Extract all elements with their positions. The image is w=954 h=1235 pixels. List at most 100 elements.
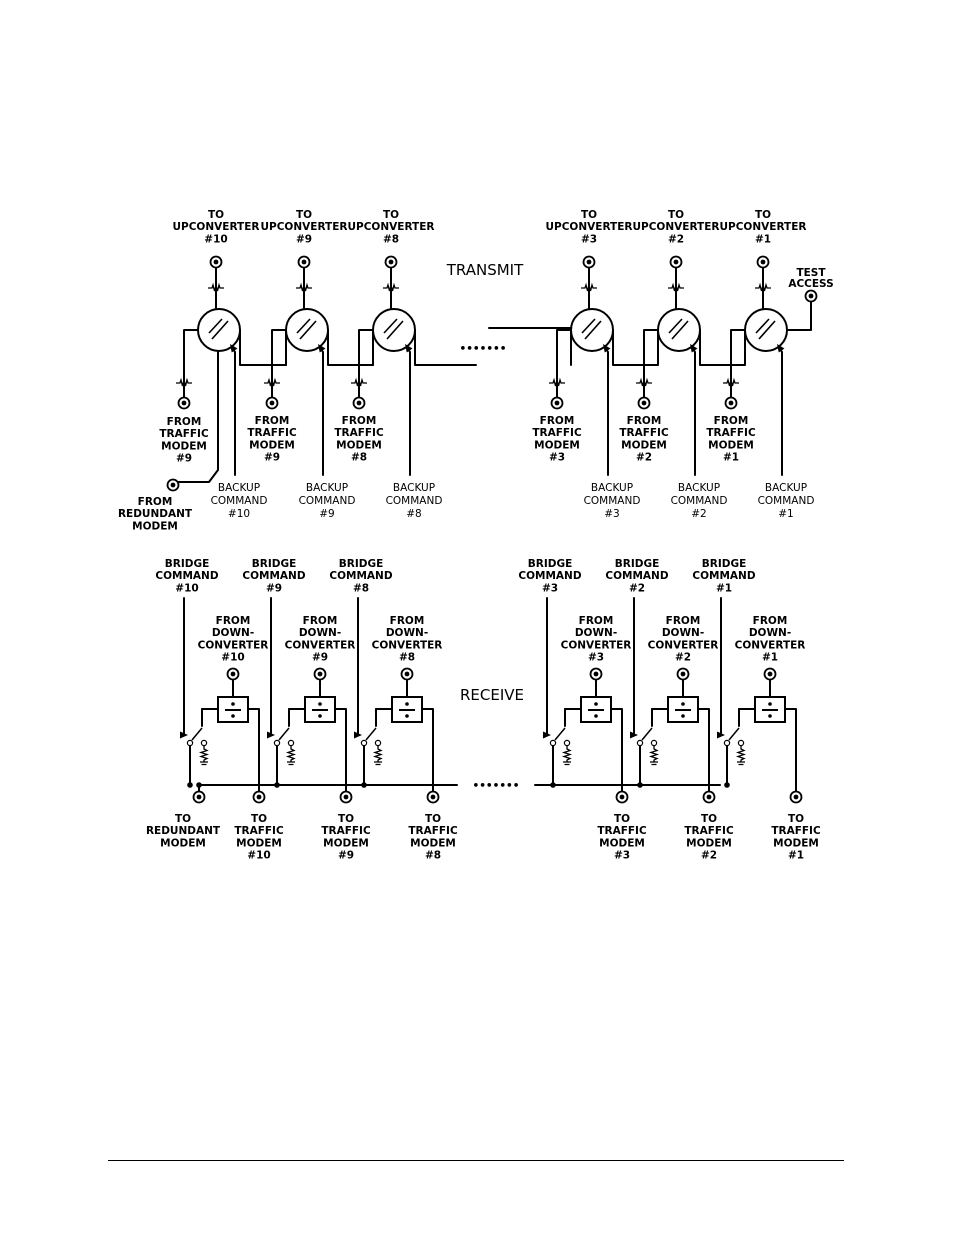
label-line: COMMAND <box>518 570 581 582</box>
label-line: MODEM <box>132 520 178 532</box>
label-line: FROM <box>255 415 290 427</box>
power-divider-icon <box>304 696 336 723</box>
resistor-zigzag <box>351 377 367 387</box>
label-line: #1 <box>762 652 778 664</box>
label-line: TO <box>383 209 399 221</box>
traffic-modem-connector-icon <box>177 396 191 410</box>
label-line: FROM <box>138 496 173 508</box>
divider-dot <box>318 714 322 718</box>
label-line: COMMAND <box>758 495 815 507</box>
tx-output-resistor-icon <box>755 282 771 292</box>
label-line: FROM <box>216 615 251 627</box>
connector-pin <box>706 794 712 800</box>
resistor-zigzag <box>581 282 597 292</box>
tx-output-resistor-icon <box>208 282 224 292</box>
resistor-zigzag <box>723 377 739 387</box>
to-traffic-modem-connector-icon <box>252 790 266 804</box>
test-access-connector-icon <box>804 289 818 303</box>
label-line: #10 <box>228 508 250 520</box>
downconverter-connector-icon <box>313 667 327 681</box>
label-line: FROM <box>666 615 701 627</box>
label-line: #9 <box>176 453 192 465</box>
label-line: #3 <box>549 452 565 464</box>
continuation-dots: ••••••• <box>473 780 520 792</box>
downconverter-connector-icon <box>226 667 240 681</box>
label-line: MODEM <box>236 837 282 849</box>
label-line: MODEM <box>410 837 456 849</box>
divider-dot <box>231 714 235 718</box>
label-line: #9 <box>338 850 354 862</box>
label-line: #2 <box>629 582 645 594</box>
backup-command-leader <box>777 345 783 476</box>
resistor-to-ground <box>735 746 747 766</box>
power-divider-icon <box>754 696 786 723</box>
label-line: TRAFFIC <box>619 427 669 439</box>
label-line: UPCONVERTER <box>261 221 348 233</box>
label-line: #2 <box>701 850 717 862</box>
traffic-output-wire <box>334 708 347 793</box>
bridge-switch-blade <box>191 727 203 741</box>
arrow-tip <box>603 344 611 353</box>
divider-dot <box>405 702 409 706</box>
transfer-switch-icon <box>372 308 416 352</box>
label-line: FROM <box>579 615 614 627</box>
transfer-switch-icon <box>285 308 329 352</box>
divider-dot <box>681 702 685 706</box>
connector-pin <box>641 400 647 406</box>
transfer-switch-icon <box>657 308 701 352</box>
bridge-switch-blade <box>641 727 653 741</box>
label-line: FROM <box>753 615 788 627</box>
label-line: TRAFFIC <box>334 427 384 439</box>
upconverter-connector-icon <box>582 255 596 269</box>
label-line: #3 <box>614 850 630 862</box>
footer-rule <box>108 1160 844 1161</box>
label-line: MODEM <box>160 837 206 849</box>
redundant-bus <box>699 329 746 366</box>
divider-box <box>304 696 336 723</box>
arrow-tip <box>405 344 413 353</box>
junction-dot <box>637 782 643 788</box>
traffic-output-wire <box>247 708 260 793</box>
divider-dot <box>405 714 409 718</box>
switch-contacts <box>668 318 689 340</box>
label-line: TRAFFIC <box>706 427 756 439</box>
switch-contact <box>200 739 208 747</box>
traffic-output-wire <box>697 708 710 793</box>
label-line: MODEM <box>773 837 819 849</box>
label-line: #10 <box>204 233 227 245</box>
label-line: TO <box>175 813 191 825</box>
rx-termination-resistor-icon <box>372 746 384 766</box>
backup-command-arrow <box>318 344 326 353</box>
tx-output-resistor-icon <box>668 282 684 292</box>
traffic-modem-connector-icon <box>637 396 651 410</box>
backup-command-leader <box>230 345 236 476</box>
label-line: #1 <box>755 233 771 245</box>
label-line: BACKUP <box>765 482 807 494</box>
label-line: TRAFFIC <box>234 825 284 837</box>
backup-command-leader <box>318 345 324 476</box>
bridge-command-arrow <box>354 731 362 739</box>
resistor-zigzag <box>264 377 280 387</box>
rx-termination-resistor-icon <box>648 746 660 766</box>
power-divider-icon <box>667 696 699 723</box>
resistor-zigzag <box>383 282 399 292</box>
label-line: COMMAND <box>211 495 268 507</box>
connector-pin <box>356 400 362 406</box>
divider-dot <box>768 702 772 706</box>
redundant-bus <box>612 329 659 366</box>
label-line: COMMAND <box>155 570 218 582</box>
label-line: TO <box>788 813 804 825</box>
junction-dot <box>361 782 367 788</box>
label-line: CONVERTER <box>372 639 443 651</box>
label-line: #3 <box>604 508 619 520</box>
label-line: UPCONVERTER <box>633 221 720 233</box>
